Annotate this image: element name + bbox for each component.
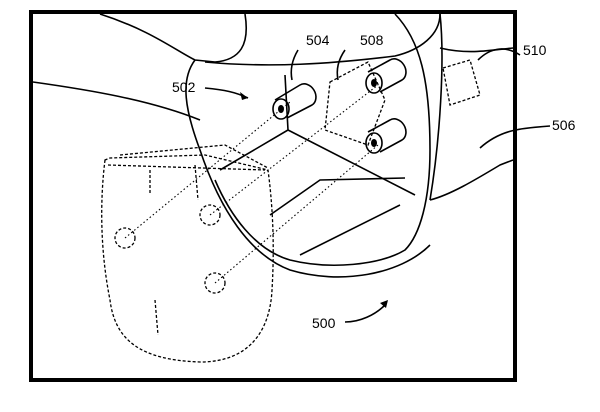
seat-mount-point: [114, 227, 136, 249]
vehicle-body: [32, 13, 514, 278]
region-508: [324, 61, 386, 146]
label-510: 510: [523, 42, 547, 58]
label-502: 502: [172, 79, 196, 95]
seat-outline: [101, 144, 274, 363]
region-510: [442, 59, 481, 106]
seat-mount-point: [204, 272, 226, 294]
label-506: 506: [552, 117, 576, 133]
leaders: [204, 48, 551, 323]
connector-lower: [365, 118, 407, 154]
connector-upper: [365, 58, 407, 94]
label-500: 500: [312, 315, 336, 331]
alignment-lines: [124, 84, 379, 284]
label-504: 504: [306, 32, 330, 48]
seat-mount-point: [199, 204, 221, 226]
connectors: [272, 58, 407, 154]
figure-frame: [29, 10, 517, 382]
connector-504: [272, 83, 317, 120]
label-508: 508: [360, 32, 384, 48]
